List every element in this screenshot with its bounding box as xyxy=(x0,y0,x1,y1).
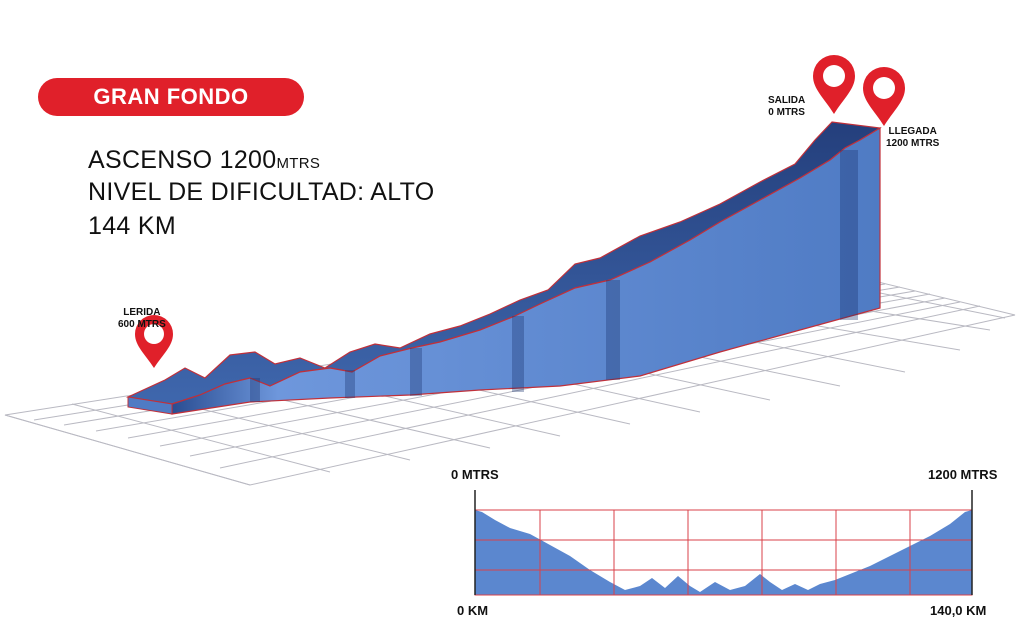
mini-bottom-right-label: 140,0 KM xyxy=(930,603,987,618)
start-pin-label: LERIDA 600 MTRS xyxy=(118,307,166,331)
ascent-label: ASCENSO xyxy=(88,146,213,174)
start-pin-icon xyxy=(135,315,173,368)
llegada-pin-label: LLEGADA 1200 MTRS xyxy=(886,126,939,150)
mini-top-right-label: 1200 MTRS xyxy=(928,467,998,482)
distance-stat: 144 KM xyxy=(88,212,176,240)
ascent-stat: ASCENSO 1200MTRS xyxy=(88,146,320,175)
llegada-pin-alt: 1200 MTRS xyxy=(886,138,940,149)
ascent-unit: MTRS xyxy=(276,155,321,172)
salida-pin-label: SALIDA 0 MTRS xyxy=(768,95,805,119)
salida-pin-name: SALIDA xyxy=(768,95,806,106)
mini-bottom-left-label: 0 KM xyxy=(457,603,489,618)
mini-top-left-label: 0 MTRS xyxy=(451,467,499,482)
llegada-pin-icon xyxy=(863,67,905,126)
start-block xyxy=(127,396,173,415)
title-badge-text: GRAN FONDO xyxy=(93,84,249,109)
mini-profile-area xyxy=(475,510,972,595)
salida-pin-icon xyxy=(813,55,855,114)
title-badge: GRAN FONDO xyxy=(38,78,304,116)
llegada-pin-name: LLEGADA xyxy=(888,126,937,137)
difficulty-stat: NIVEL DE DIFICULTAD: ALTO xyxy=(88,178,435,206)
mini-profile-chart xyxy=(474,490,973,596)
ascent-value: 1200 xyxy=(219,146,277,174)
salida-pin-alt: 0 MTRS xyxy=(768,107,805,118)
start-pin-name: LERIDA xyxy=(123,307,161,318)
profile-front-wall xyxy=(171,126,881,415)
start-pin-alt: 600 MTRS xyxy=(118,319,166,330)
wall-shading xyxy=(250,150,858,402)
